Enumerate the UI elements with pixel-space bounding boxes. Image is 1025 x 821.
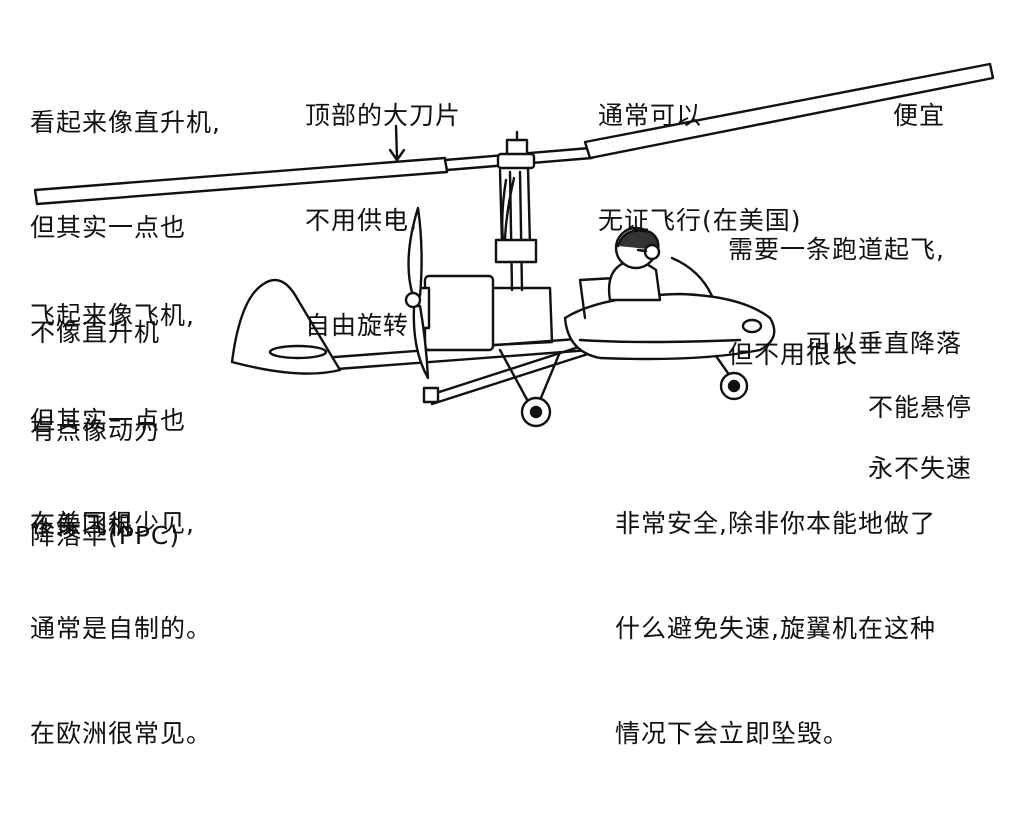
- note-line: 在美国很少见,: [30, 509, 195, 538]
- note-line: 但其实一点也: [30, 213, 187, 242]
- note-line: 在欧洲很常见。: [30, 719, 213, 748]
- note-cheap: 便宜: [893, 28, 945, 203]
- note-line: 永不失速: [868, 454, 973, 483]
- tail-fin: [230, 278, 342, 375]
- note-top-blade: 顶部的大刀片 不用供电, 自由旋转: [305, 28, 461, 413]
- blade-arrow: [388, 124, 406, 162]
- pilot: [607, 226, 662, 302]
- note-line: 顶部的大刀片: [305, 101, 462, 130]
- note-rare-in-us: 在美国很少见, 通常是自制的。 在欧洲很常见。: [30, 436, 212, 821]
- note-line: 但其实一点也: [30, 406, 187, 435]
- mast: [494, 166, 538, 292]
- note-line: 自由旋转: [305, 311, 410, 340]
- note-line: 需要一条跑道起飞,: [728, 235, 945, 264]
- note-line: 便宜: [893, 101, 946, 130]
- note-line: 不像飞机: [30, 511, 135, 540]
- note-no-hover: 不能悬停: [868, 320, 972, 495]
- note-line: 不能悬停: [868, 393, 973, 422]
- note-safety: 非常安全,除非你本能地做了 什么避免失速,旋翼机在这种 情况下会立即坠毁。: [615, 436, 936, 821]
- note-line: 情况下会立即坠毁。: [615, 719, 850, 748]
- note-looks-like-helicopter: 看起来像直升机, 但其实一点也 不像直升机: [30, 35, 221, 420]
- note-no-license: 通常可以 无证飞行(在美国): [598, 28, 802, 308]
- note-line: 不像直升机: [30, 318, 161, 347]
- note-line: 看起来像直升机,: [30, 108, 221, 137]
- gyrocopter-diagram: 看起来像直升机, 但其实一点也 不像直升机 顶部的大刀片 不用供电, 自由旋转 …: [30, 28, 995, 748]
- gyrocopter-illustration: [33, 62, 995, 428]
- fuselage: [563, 256, 776, 361]
- note-line: 什么避免失速,旋翼机在这种: [615, 614, 936, 643]
- note-line: 无证飞行(在美国): [598, 206, 802, 235]
- note-looks-like-plane: 飞起来像飞机, 但其实一点也 不像飞机: [30, 228, 195, 613]
- note-vertical-landing: 可以垂直降落: [806, 256, 962, 431]
- propeller: [404, 206, 430, 380]
- note-needs-runway: 需要一条跑道起飞, 但不用很长: [728, 162, 945, 442]
- note-line: 有点像动力: [30, 416, 161, 445]
- note-line: 通常是自制的。: [30, 614, 213, 643]
- note-line: 飞起来像飞机,: [30, 301, 195, 330]
- note-never-stall: 永不失速: [868, 381, 972, 556]
- note-line: 可以垂直降落: [806, 329, 963, 358]
- rotor-hub: [496, 130, 536, 170]
- landing-gear: [498, 348, 749, 428]
- note-line: 不用供电,: [305, 206, 418, 235]
- note-line: 通常可以: [598, 101, 703, 130]
- note-line: 非常安全,除非你本能地做了: [615, 509, 936, 538]
- note-line: 但不用很长: [728, 340, 859, 369]
